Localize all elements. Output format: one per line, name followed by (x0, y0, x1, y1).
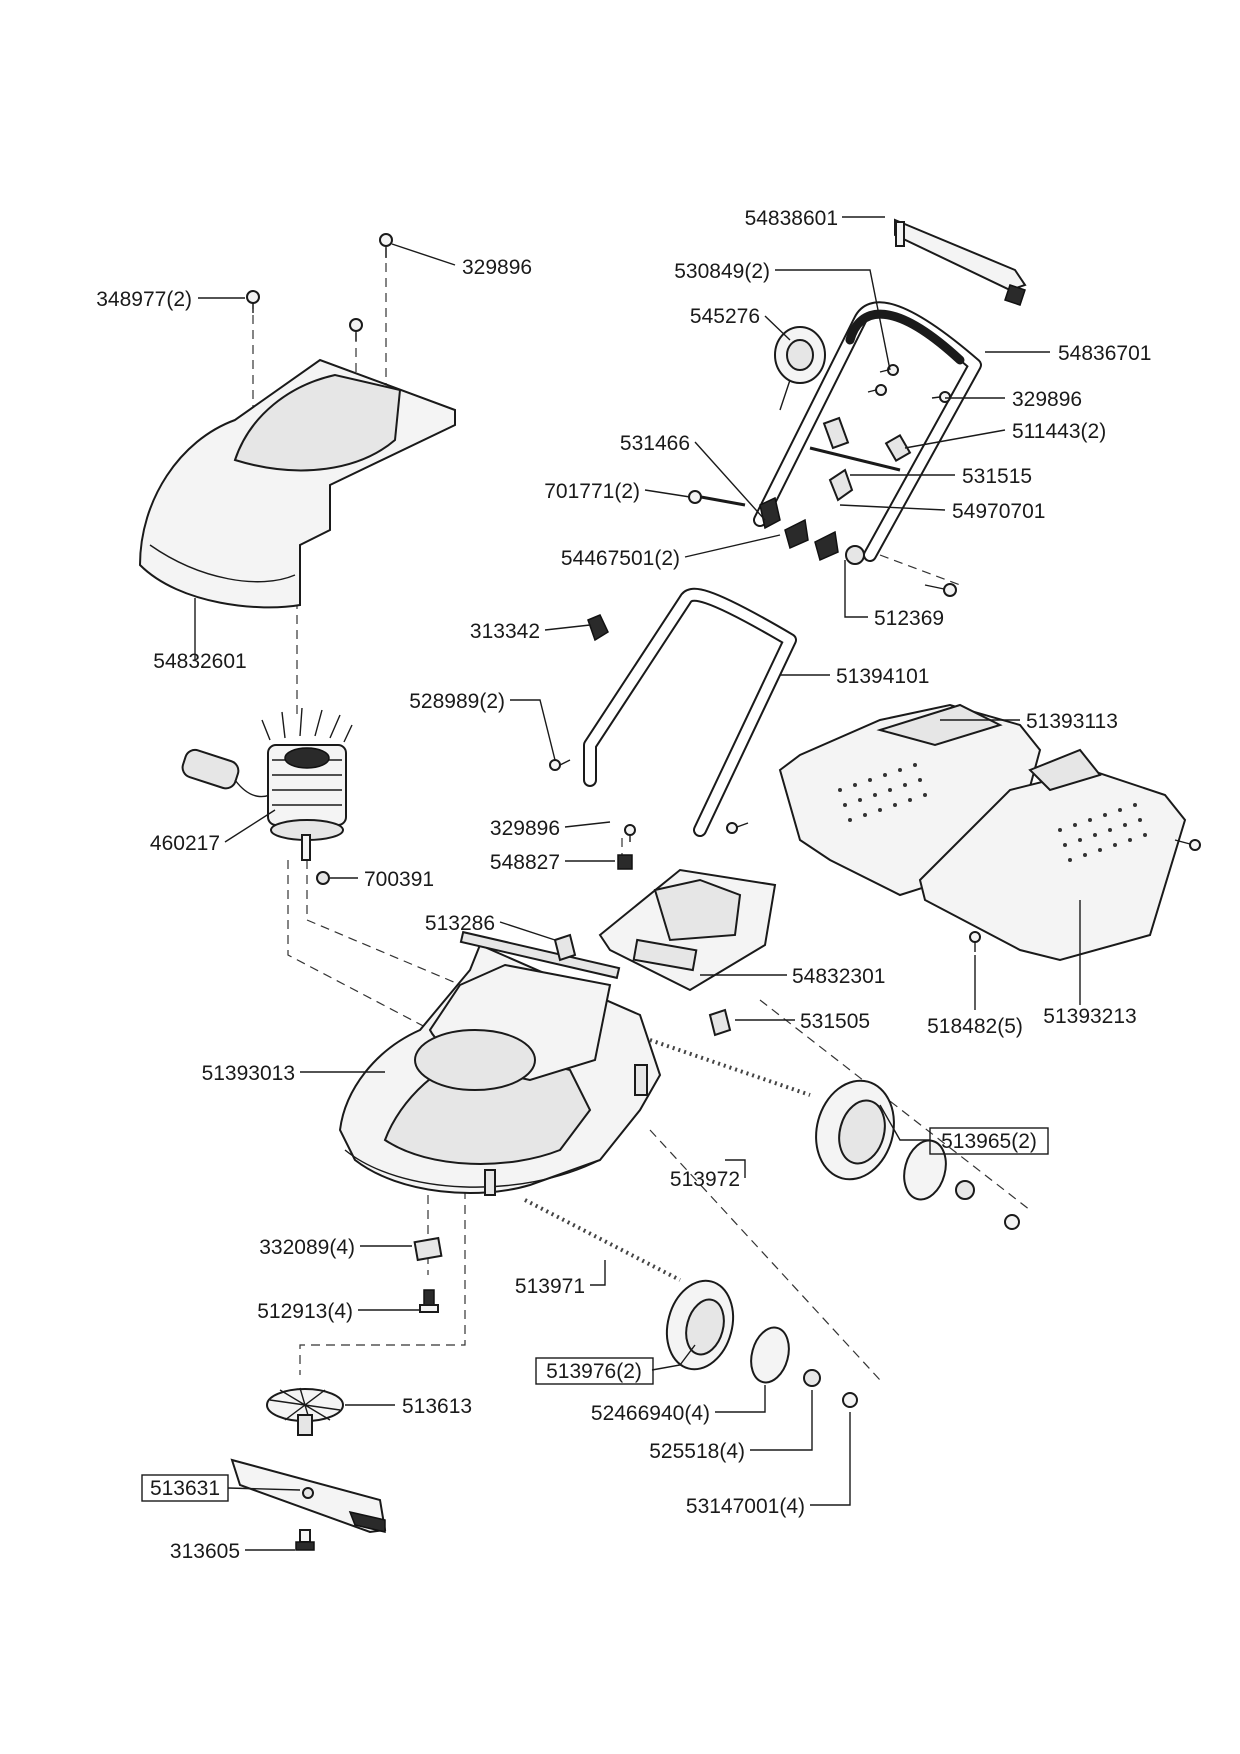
part-label-313605: 313605 (170, 1540, 240, 1563)
part-label-329896-flap: 329896 (490, 817, 560, 840)
part-label-511443: 511443(2) (1012, 420, 1106, 443)
switch-box-part (774, 326, 826, 411)
clip-icon (617, 854, 633, 870)
part-label-54836701: 54836701 (1058, 342, 1151, 365)
part-label-51393013: 51393013 (202, 1062, 295, 1085)
part-label-51394101: 51394101 (836, 665, 929, 688)
part-label-513631: 513631 (150, 1477, 220, 1500)
rear-wheel-part (815, 1079, 1020, 1230)
part-label-531515: 531515 (962, 465, 1032, 488)
screw-icon (1174, 839, 1201, 851)
upper-handle-part (753, 301, 982, 562)
part-label-531505: 531505 (800, 1010, 870, 1033)
part-label-53147001: 53147001(4) (686, 1495, 805, 1518)
part-label-512369: 512369 (874, 607, 944, 630)
part-label-513971: 513971 (515, 1275, 585, 1298)
top-cover-part (138, 358, 456, 609)
spring-icon (553, 933, 577, 962)
motor-part (181, 707, 353, 861)
clamp-icon (828, 468, 854, 502)
washer-icon (845, 545, 865, 565)
fan-part (266, 1387, 344, 1436)
part-label-548827: 548827 (490, 851, 560, 874)
screw-icon (867, 384, 887, 396)
clamp-icon (759, 496, 781, 530)
screw-icon (726, 822, 749, 834)
part-label-513613: 513613 (402, 1395, 472, 1418)
part-label-531466: 531466 (620, 432, 690, 455)
grass-box-lower-part (918, 748, 1187, 962)
part-label-525518: 525518(4) (649, 1440, 745, 1463)
washer-icon (316, 871, 330, 885)
screw-icon (969, 931, 981, 952)
part-label-513965: 513965(2) (941, 1130, 1037, 1153)
knob-icon (822, 416, 850, 450)
screw-icon (349, 318, 363, 341)
knob-icon (587, 614, 609, 642)
bolt-icon (295, 1529, 315, 1551)
part-label-51393213: 51393213 (1043, 1005, 1136, 1028)
part-label-332089: 332089(4) (259, 1236, 355, 1259)
axles-part (524, 1038, 811, 1282)
screw-icon (879, 364, 899, 376)
blade-part (230, 1458, 387, 1534)
spring-icon (708, 1008, 732, 1037)
part-label-518482: 518482(5) (927, 1015, 1023, 1038)
part-label-528989: 528989(2) (409, 690, 505, 713)
bolt-icon (419, 1289, 439, 1313)
part-label-51393113: 51393113 (1026, 710, 1118, 733)
part-label-513286: 513286 (425, 912, 495, 935)
handle-bar-part (894, 218, 1027, 306)
screw-icon (246, 290, 260, 313)
part-label-313342: 313342 (470, 620, 540, 643)
knob-icon (884, 433, 912, 463)
boxed-label-frame (141, 1474, 229, 1502)
part-label-52466940: 52466940(4) (591, 1402, 710, 1425)
screw-icon (624, 824, 636, 842)
part-label-530849: 530849(2) (674, 260, 770, 283)
nut-plate-icon (413, 1236, 443, 1262)
part-label-460217: 460217 (150, 832, 220, 855)
screw-icon (931, 391, 951, 403)
label-boxes (141, 1127, 1049, 1502)
part-label-54467501: 54467501(2) (561, 547, 680, 570)
part-label-54838601: 54838601 (745, 207, 838, 230)
part-label-700391: 700391 (364, 868, 434, 891)
knob-icon (784, 518, 809, 550)
rear-flap-part (598, 868, 777, 992)
part-label-329896-top: 329896 (462, 256, 532, 279)
leader-lines (194, 216, 1081, 1551)
knob-icon (814, 530, 839, 562)
part-label-54970701: 54970701 (952, 500, 1045, 523)
screw-icon (549, 759, 571, 771)
part-label-701771: 701771(2) (544, 480, 640, 503)
bolt-icon (688, 490, 746, 507)
part-label-513976: 513976(2) (546, 1360, 642, 1383)
boxed-label-frame (535, 1357, 654, 1385)
part-label-54832301: 54832301 (792, 965, 885, 988)
screw-icon (379, 233, 393, 258)
screw-icon (924, 583, 957, 597)
front-wheel-part (665, 1279, 858, 1408)
lower-handle-part (583, 587, 797, 837)
boxed-label-frame (929, 1127, 1049, 1155)
part-label-545276: 545276 (690, 305, 760, 328)
part-number-labels: 54838601 329896 530849(2) 348977(2) 5452… (96, 207, 1151, 1563)
part-label-513972: 513972 (670, 1168, 740, 1191)
part-label-329896-handle: 329896 (1012, 388, 1082, 411)
mower-deck-part (338, 930, 662, 1196)
part-label-512913: 512913(4) (257, 1300, 353, 1323)
part-label-348977: 348977(2) (96, 288, 192, 311)
small-hardware (246, 233, 1201, 1551)
part-label-54832601: 54832601 (153, 650, 246, 673)
